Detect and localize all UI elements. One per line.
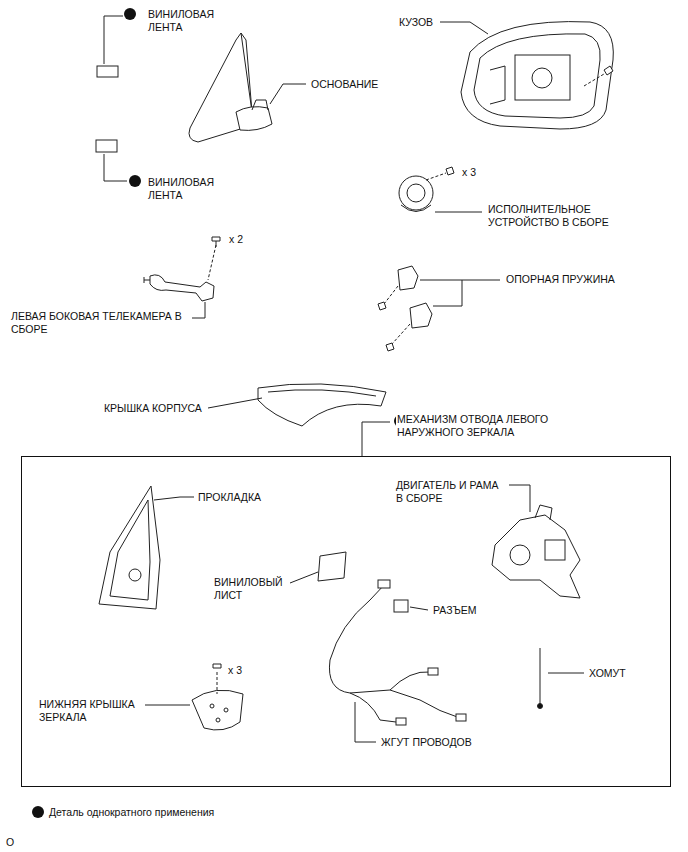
part-label: КРЫШКА КОРПУСА	[103, 402, 203, 415]
part-label: ОПОРНАЯ ПРУЖИНА	[505, 273, 616, 286]
part-label: ВИНИЛОВЫЙ ЛИСТ	[213, 576, 290, 602]
figure-code: O	[5, 836, 15, 849]
assembly-box: МЕХАНИЗМ ОТВОДА ЛЕВОГО НАРУЖНОГО ЗЕРКАЛА	[21, 456, 671, 787]
part-label: ОСНОВАНИЕ	[310, 78, 379, 91]
part-label: НИЖНЯЯ КРЫШКА ЗЕРКАЛА	[38, 698, 145, 724]
part-label: ВИНИЛОВАЯ ЛЕНТА	[147, 176, 229, 202]
part-label: ЛЕВАЯ БОКОВАЯ ТЕЛЕКАМЕРА В СБОРЕ	[10, 310, 192, 336]
part-label: КУЗОВ	[398, 16, 434, 29]
part-label: ХОМУТ	[588, 667, 627, 680]
part-label: ЖГУТ ПРОВОДОВ	[380, 736, 473, 749]
part-label: ДВИГАТЕЛЬ И РАМА В СБОРЕ	[395, 479, 509, 505]
part-label: ВИНИЛОВАЯ ЛЕНТА	[147, 8, 229, 34]
legend-text: Деталь однократного применения	[48, 806, 215, 819]
assembly-heading: МЕХАНИЗМ ОТВОДА ЛЕВОГО НАРУЖНОГО ЗЕРКАЛА	[396, 413, 573, 439]
part-label: РАЗЪЕМ	[432, 604, 478, 617]
part-label: ИСПОЛНИТЕЛЬНОЕ УСТРОЙСТВО В СБОРЕ	[487, 203, 627, 229]
quantity-label: x 3	[461, 166, 477, 179]
quantity-label: x 2	[228, 233, 244, 246]
part-label: ПРОКЛАДКА	[197, 491, 262, 504]
quantity-label: x 3	[227, 664, 243, 677]
